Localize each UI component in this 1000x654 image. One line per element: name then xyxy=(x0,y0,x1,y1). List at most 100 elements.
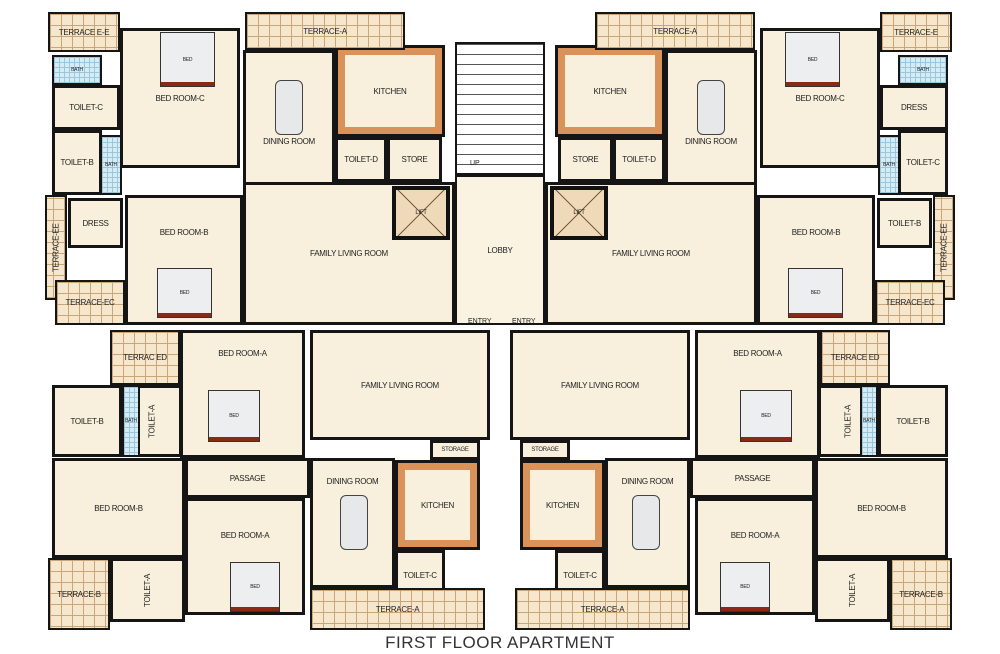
room-label: BED xyxy=(250,584,260,590)
bottom-left-bedroom: BED ROOM-B xyxy=(52,458,185,558)
room-label: DINING ROOM xyxy=(326,477,379,486)
room-label: BATH xyxy=(883,162,895,168)
room-label: DRESS xyxy=(900,103,928,112)
bottom-left-toilet: TOILET-B xyxy=(52,385,122,457)
bottom-left-bed: BED xyxy=(208,390,260,442)
room-label: TERRACE-EE xyxy=(51,223,61,272)
room-label: TERRACE-EE xyxy=(939,223,949,272)
top-right-toilet: TOILET-C xyxy=(898,130,948,195)
room-label: BED xyxy=(807,56,818,63)
entry-label-right: ENTRY xyxy=(512,318,536,325)
top-right-kitchen: KITCHEN xyxy=(555,45,665,137)
top-right-toilet: TOILET-D xyxy=(613,137,665,182)
room-label: TOILET-C xyxy=(69,103,103,112)
room-label: BATH xyxy=(71,67,83,73)
bottom-left-terrace: TERRACE-A xyxy=(310,588,485,630)
top-right-terrace: TERRACE-A xyxy=(595,12,755,50)
room-label: STORAGE xyxy=(441,447,469,453)
dining-table xyxy=(697,80,725,135)
room-label: LIFT xyxy=(573,210,585,216)
room-label: TERRACE E-E xyxy=(58,27,110,37)
top-right-bedroom: BED ROOM-C xyxy=(760,28,880,168)
room-label: TOILET-D xyxy=(344,155,378,164)
room-label: DINING ROOM xyxy=(263,137,315,146)
room-label: TOILET-B xyxy=(887,218,922,228)
top-right-bath: BATH xyxy=(898,55,948,85)
room-label: FAMILY LIVING ROOM xyxy=(361,380,439,390)
top-right-toilet: DRESS xyxy=(880,85,948,130)
top-left-lift: LIFT xyxy=(392,186,450,240)
room-label: LIFT xyxy=(415,210,427,216)
room-label: STORE xyxy=(572,155,599,164)
bottom-right-passage: PASSAGE xyxy=(690,458,815,498)
entry-label-left: ENTRY xyxy=(468,318,492,325)
bottom-right-bed: BED xyxy=(720,562,770,612)
bottom-right-toilet: TOILET-A xyxy=(815,558,890,622)
room-label: TOILET-C xyxy=(906,158,940,167)
top-right-bed: BED xyxy=(788,268,843,318)
room-label: TERRACE-A xyxy=(580,604,625,614)
bottom-left-toilet: TOILET-A xyxy=(110,558,185,622)
bottom-right-bath: BATH xyxy=(860,385,878,457)
top-left-kitchen: KITCHEN xyxy=(335,45,445,137)
room-label: TOILET-A xyxy=(843,404,853,438)
top-left-terrace: TERRACE E-E xyxy=(48,12,120,52)
room-label: FAMILY LIVING ROOM xyxy=(612,249,690,258)
room-label: DRESS xyxy=(82,218,109,228)
bottom-left-passage: PASSAGE xyxy=(185,458,310,498)
room-label: TERRACE-B xyxy=(57,589,101,599)
room-label: BATH xyxy=(917,67,929,73)
room-label: TOILET-A xyxy=(147,404,157,438)
bottom-left-storage: STORAGE xyxy=(430,440,480,460)
room-label: TERRACE-EC xyxy=(885,298,935,307)
room-label: DINING ROOM xyxy=(621,477,674,486)
plan-title: FIRST FLOOR APARTMENT xyxy=(385,633,615,652)
bottom-left-bath: BATH xyxy=(122,385,140,457)
top-left-dining-room: DINING ROOM xyxy=(243,50,335,185)
room-label: BED xyxy=(179,290,190,296)
room-label: BED xyxy=(810,290,821,296)
top-left-bed: BED xyxy=(160,32,215,87)
room-label: TERRACE-A xyxy=(375,604,420,614)
top-left-toilet: TOILET-C xyxy=(52,85,120,130)
room-label: TERRACE-B xyxy=(899,589,943,599)
room-label: TOILET-B xyxy=(896,416,930,426)
room-label: BED ROOM-C xyxy=(795,93,845,103)
bottom-left-terrace: TERRACE-B xyxy=(48,558,110,630)
room-label: BED ROOM-B xyxy=(857,503,906,513)
lobby: LOBBY xyxy=(455,175,545,325)
room-label: BED ROOM-A xyxy=(218,349,267,358)
top-right-terrace: TERRACE-EC xyxy=(875,280,945,325)
bottom-right-family-living-room: FAMILY LIVING ROOM xyxy=(510,330,690,440)
room-label: TOILET-C xyxy=(563,570,597,580)
room-label: BED ROOM-B xyxy=(94,503,143,513)
bottom-left-family-living-room: FAMILY LIVING ROOM xyxy=(310,330,490,440)
bottom-right-kitchen: KITCHEN xyxy=(520,460,605,550)
bottom-left-kitchen: KITCHEN xyxy=(395,460,480,550)
top-right-bed: BED xyxy=(785,32,840,87)
room-label: BATH xyxy=(125,418,137,424)
room-label: BED xyxy=(182,56,193,63)
room-label: BED ROOM-A xyxy=(733,349,782,358)
room-label: KITCHEN xyxy=(420,500,454,510)
bottom-left-terrace: TERRAC ED xyxy=(110,330,180,385)
room-label: BED ROOM-A xyxy=(220,531,270,540)
top-left-dress: DRESS xyxy=(68,198,123,248)
top-left-terrace: TERRACE-EC xyxy=(55,280,125,325)
dining-table xyxy=(275,80,303,135)
top-right-terrace: TERRACE-E xyxy=(880,12,952,52)
top-left-toilet: TOILET-B xyxy=(52,130,102,195)
top-left-bed: BED xyxy=(157,268,212,318)
room-label: PASSAGE xyxy=(229,473,266,483)
dining-table xyxy=(340,495,368,550)
room-label: PASSAGE xyxy=(734,473,771,483)
room-label: BED ROOM-B xyxy=(159,228,209,237)
bottom-right-storage: STORAGE xyxy=(520,440,570,460)
room-label: BED ROOM-A xyxy=(730,531,780,540)
bottom-left-bed: BED xyxy=(230,562,280,612)
top-left-toilet: TOILET-D xyxy=(335,137,387,182)
room-label: BED ROOM-B xyxy=(791,228,841,237)
room-label: BED ROOM-C xyxy=(155,93,205,103)
room-label: STORE xyxy=(401,155,428,164)
